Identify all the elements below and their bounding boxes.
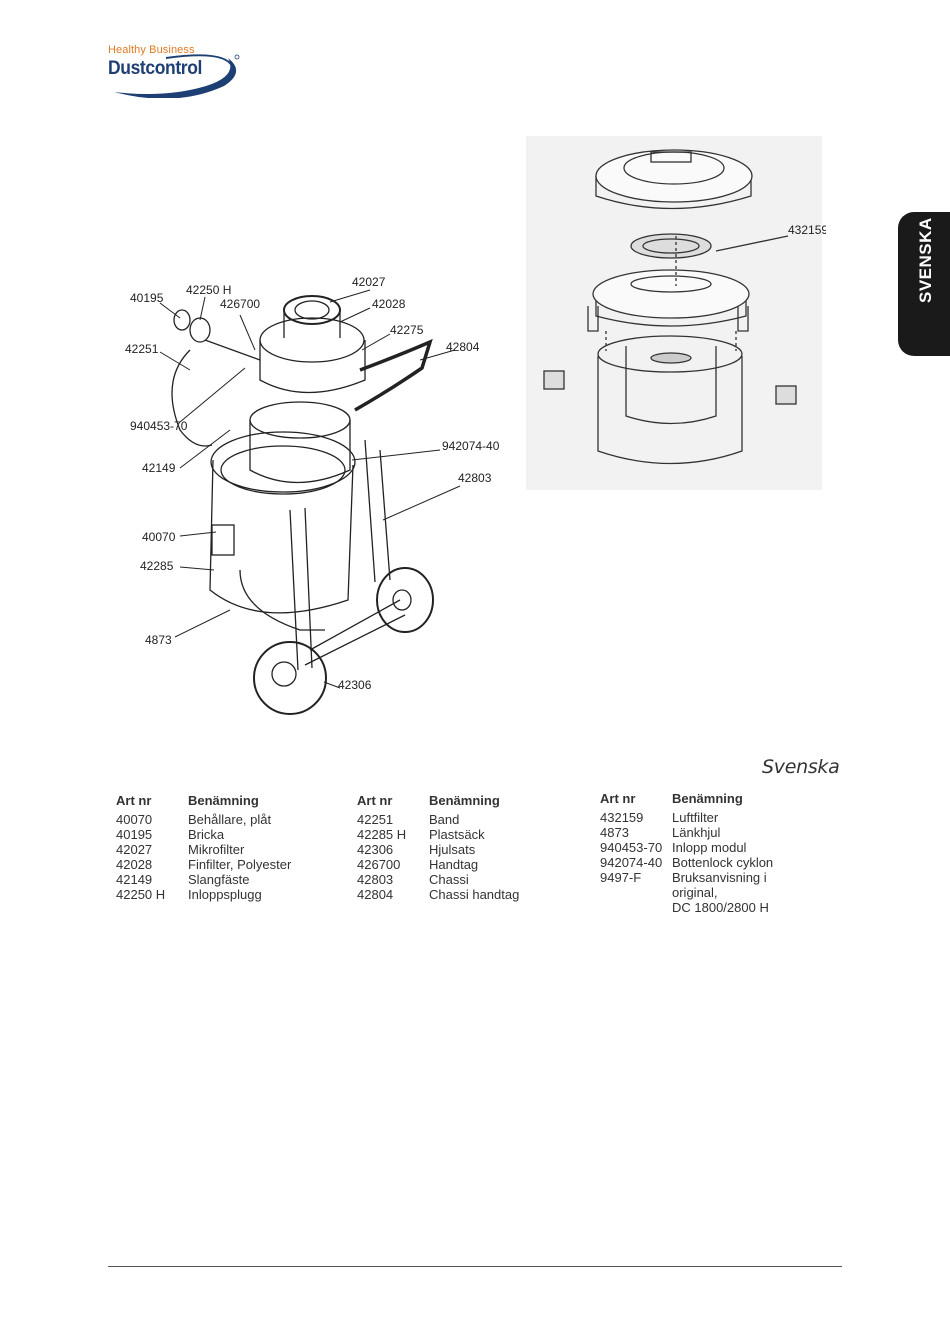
part-name: Finfilter, Polyester — [188, 857, 292, 872]
label-42285: 42285 — [140, 559, 174, 573]
logo-wordmark: Dustcontrol — [108, 58, 203, 79]
label-42028: 42028 — [372, 297, 406, 311]
label-42803: 42803 — [458, 471, 492, 485]
part-name: Band — [429, 812, 460, 827]
label-942074-40: 942074-40 — [442, 439, 500, 453]
parts-row: 4873 Länkhjul — [600, 825, 773, 840]
parts-row: 42251 Band — [357, 812, 519, 827]
logo-swoosh — [114, 54, 240, 98]
art-nr — [600, 885, 672, 900]
art-nr: 9497-F — [600, 870, 642, 885]
parts-row: 942074-40 Bottenlock cyklon — [600, 855, 773, 870]
art-nr — [600, 900, 672, 915]
language-tab-label: SVENSKA — [916, 217, 935, 303]
label-42275: 42275 — [390, 323, 424, 337]
label-940453-70: 940453-70 — [130, 419, 188, 433]
vacuum-exploded-diagram: 40195 42250 H 426700 42027 42028 42275 4… — [125, 275, 500, 715]
col-header-name: Benämning — [188, 793, 259, 808]
art-nr: 40070 — [116, 812, 153, 827]
label-42306: 42306 — [338, 678, 372, 692]
part-name: Inlopp modul — [672, 840, 747, 855]
art-nr: 40195 — [116, 827, 153, 842]
parts-row: 432159 Luftfilter — [600, 810, 773, 825]
cyclone-filter-diagram: 432159 — [526, 136, 826, 490]
art-nr: 4873 — [600, 825, 629, 840]
part-name: Behållare, plåt — [188, 812, 272, 827]
art-nr: 42306 — [357, 842, 394, 857]
art-nr: 432159 — [600, 810, 644, 825]
label-42804: 42804 — [446, 340, 480, 354]
label-42250h: 42250 H — [186, 283, 231, 297]
parts-list-column-3: Art nr Benämning 432159 Luftfilter 4873 Lä… — [600, 791, 773, 915]
parts-row: 42803 Chassi — [357, 872, 519, 887]
parts-row: 42028 Finfilter, Polyester — [116, 857, 291, 872]
part-name: Handtag — [429, 857, 479, 872]
footer-divider — [108, 1266, 842, 1267]
parts-row: 40070 Behållare, plåt — [116, 812, 291, 827]
part-name: Plastsäck — [429, 827, 485, 842]
part-name: Hjulsats — [429, 842, 476, 857]
label-42251: 42251 — [125, 342, 159, 356]
part-name: Inloppsplugg — [188, 887, 262, 902]
parts-row: 42285 H Plastsäck — [357, 827, 519, 842]
label-426700: 426700 — [220, 297, 260, 311]
label-40070: 40070 — [142, 530, 176, 544]
language-tab: SVENSKA — [898, 212, 950, 356]
part-name: Slangfäste — [188, 872, 250, 887]
part-name: Bottenlock cyklon — [672, 855, 774, 870]
art-nr: 940453-70 — [600, 840, 663, 855]
part-name: Chassi — [429, 872, 469, 887]
section-language-heading: Svenska — [762, 756, 840, 778]
art-nr: 42251 — [357, 812, 394, 827]
part-name: Luftfilter — [672, 810, 719, 825]
parts-list-column-2: Art nr Benämning 42251 Band 42285 H Plasts… — [357, 793, 519, 902]
parts-row: 9497-F Bruksanvisning i — [600, 870, 773, 885]
art-nr: 42149 — [116, 872, 153, 887]
art-nr: 42028 — [116, 857, 153, 872]
parts-row: 940453-70 Inlopp modul — [600, 840, 773, 855]
part-name: Chassi handtag — [429, 887, 520, 902]
col-header-name: Benämning — [672, 791, 743, 806]
parts-row: 426700 Handtag — [357, 857, 519, 872]
part-name: Bruksanvisning i — [672, 870, 767, 885]
parts-row: 40195 Bricka — [116, 827, 291, 842]
label-42027: 42027 — [352, 275, 386, 289]
part-name: Länkhjul — [672, 825, 721, 840]
part-name: Bricka — [188, 827, 225, 842]
logo-tagline: Healthy Business — [108, 44, 195, 56]
parts-row: 42149 Slangfäste — [116, 872, 291, 887]
art-nr: 42804 — [357, 887, 394, 902]
parts-row: DC 1800/2800 H — [600, 900, 773, 915]
art-nr: 426700 — [357, 857, 401, 872]
parts-list-column-1: Art nr Benämning 40070 Behållare, plåt 40… — [116, 793, 291, 902]
label-4873: 4873 — [145, 633, 172, 647]
dustcontrol-logo: Healthy Business Dustcontrol — [106, 44, 246, 98]
part-name: DC 1800/2800 H — [672, 900, 769, 915]
parts-row: 42306 Hjulsats — [357, 842, 519, 857]
col-header-art: Art nr — [357, 793, 393, 808]
col-header-art: Art nr — [600, 791, 636, 806]
art-nr: 42803 — [357, 872, 394, 887]
label-432159: 432159 — [788, 223, 826, 237]
art-nr: 42027 — [116, 842, 153, 857]
art-nr: 942074-40 — [600, 855, 663, 870]
parts-row: 42250 H Inloppsplugg — [116, 887, 291, 902]
parts-row: 42804 Chassi handtag — [357, 887, 519, 902]
col-header-name: Benämning — [429, 793, 500, 808]
col-header-art: Art nr — [116, 793, 152, 808]
parts-row: 42027 Mikrofilter — [116, 842, 291, 857]
parts-row: original, — [600, 885, 773, 900]
art-nr: 42250 H — [116, 887, 166, 902]
label-40195: 40195 — [130, 291, 164, 305]
label-42149: 42149 — [142, 461, 176, 475]
part-name: original, — [672, 885, 718, 900]
art-nr: 42285 H — [357, 827, 407, 842]
part-name: Mikrofilter — [188, 842, 245, 857]
